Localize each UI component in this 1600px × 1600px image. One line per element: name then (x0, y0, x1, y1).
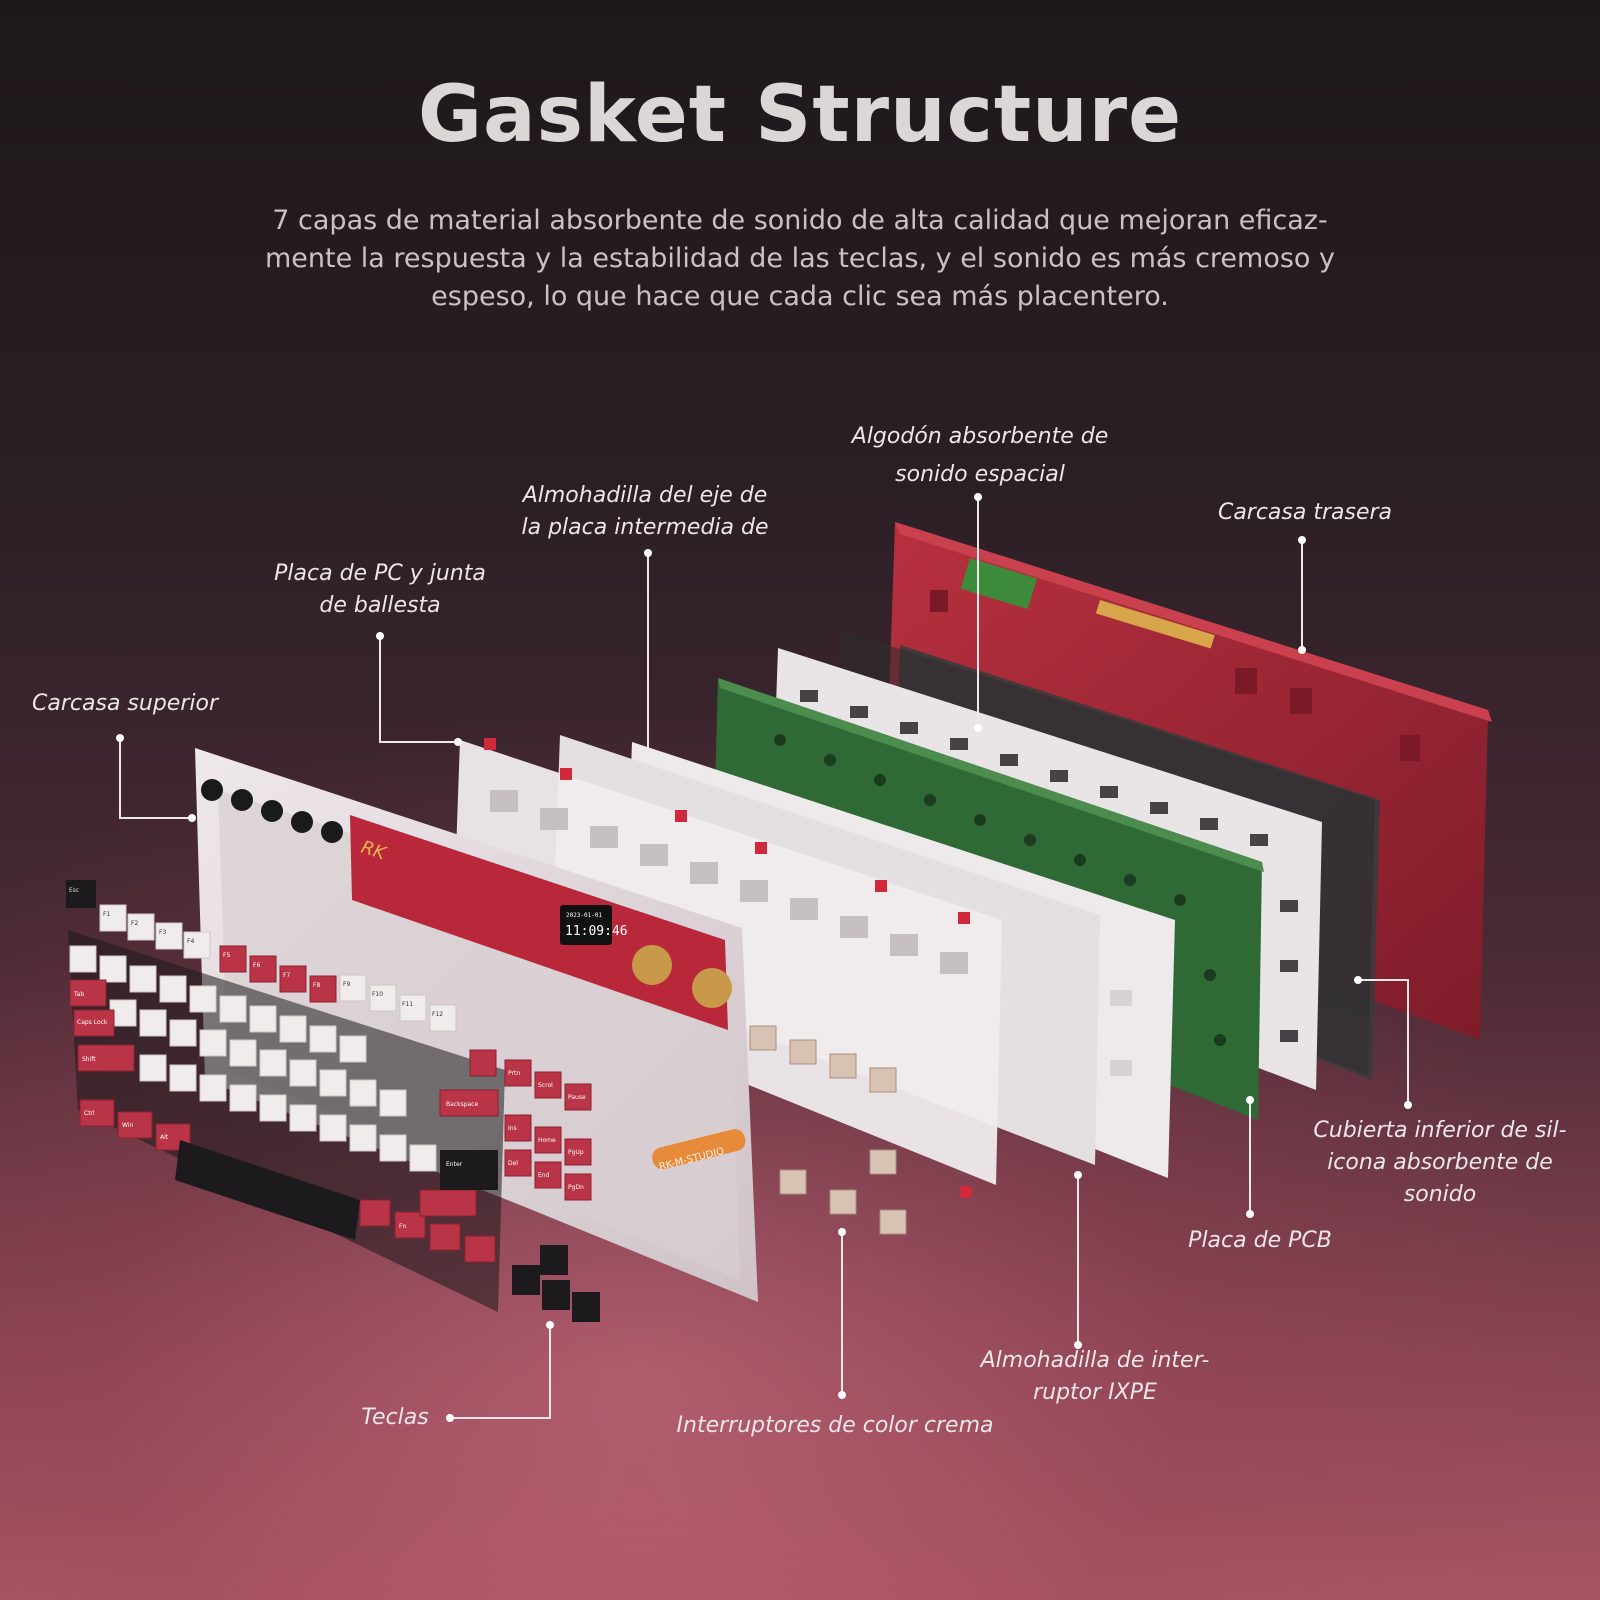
key-legend: F11 (402, 1001, 413, 1008)
key-legend: F7 (283, 972, 290, 979)
description-line: espeso, lo que hace que cada clic sea má… (431, 281, 1169, 312)
label-ixpe-pad: Almohadilla de inter- ruptor IXPE (980, 1348, 1210, 1405)
clock-date: 2023-01-01 (566, 912, 603, 919)
key-legend: F10 (372, 991, 383, 998)
key-legend: Alt (160, 1134, 169, 1141)
key-legend: PgUp (568, 1149, 584, 1156)
callout-dots (116, 493, 1412, 1422)
key-legend: F12 (432, 1011, 443, 1018)
label-top-case: Carcasa superior (32, 691, 218, 716)
key-legend: Prtn (508, 1070, 520, 1077)
description: 7 capas de material absorbente de sonido… (220, 202, 1380, 316)
key-legend: Del (508, 1160, 518, 1167)
key-legend: Backspace (446, 1101, 478, 1108)
label-cream-switches: Interruptores de color crema (676, 1413, 994, 1438)
label-silicone-cover: Cubierta inferior de sil- icona absorben… (1313, 1118, 1567, 1207)
page-title: Gasket Structure (417, 70, 1183, 160)
clock-time: 11:09:46 (565, 924, 628, 939)
key-legend: Win (122, 1122, 133, 1129)
label-back-shell: Carcasa trasera (1217, 500, 1393, 525)
key-legend: Esc (69, 887, 79, 894)
key-legend: F6 (253, 962, 260, 969)
key-legend: F5 (223, 952, 230, 959)
key-legend-group: Esc F1 F2 F3 F4 F5 F6 F7 F8 F9 F10 F11 F… (69, 887, 586, 1230)
key-legend: F4 (187, 938, 194, 945)
key-legend: Shift (82, 1056, 96, 1063)
key-legend: Tab (73, 991, 84, 998)
key-legend: Fn (399, 1223, 406, 1230)
key-legend: Home (538, 1137, 556, 1144)
key-legend: End (538, 1172, 550, 1179)
key-legend: F8 (313, 982, 320, 989)
label-keycaps: Teclas (361, 1405, 429, 1430)
key-legend: Enter (446, 1161, 463, 1168)
key-legend: F1 (103, 911, 110, 918)
description-line: mente la respuesta y la estabilidad de l… (264, 243, 1336, 274)
key-legend: Pause (568, 1094, 586, 1101)
callout-lines (119, 497, 1409, 1419)
label-pcb: Placa de PCB (1188, 1228, 1332, 1253)
key-legend: PgDn (568, 1184, 584, 1191)
label-spatial-foam: Algodón absorbente de sonido espacial (851, 424, 1109, 487)
key-legend: Caps Lock (77, 1019, 108, 1026)
key-legend: Ins (508, 1125, 517, 1132)
key-legend: Scrol (538, 1082, 553, 1089)
key-legend: Ctrl (84, 1110, 95, 1117)
label-pc-plate: Placa de PC y junta de ballesta (274, 561, 486, 618)
key-legend: F9 (343, 981, 350, 988)
keycaps (66, 880, 600, 1322)
description-line: 7 capas de material absorbente de sonido… (272, 205, 1328, 236)
key-legend: F3 (159, 929, 166, 936)
label-mid-plate-pad: Almohadilla del eje de la placa intermed… (521, 483, 769, 540)
top-case (195, 748, 758, 1302)
key-legend: F2 (131, 920, 138, 927)
